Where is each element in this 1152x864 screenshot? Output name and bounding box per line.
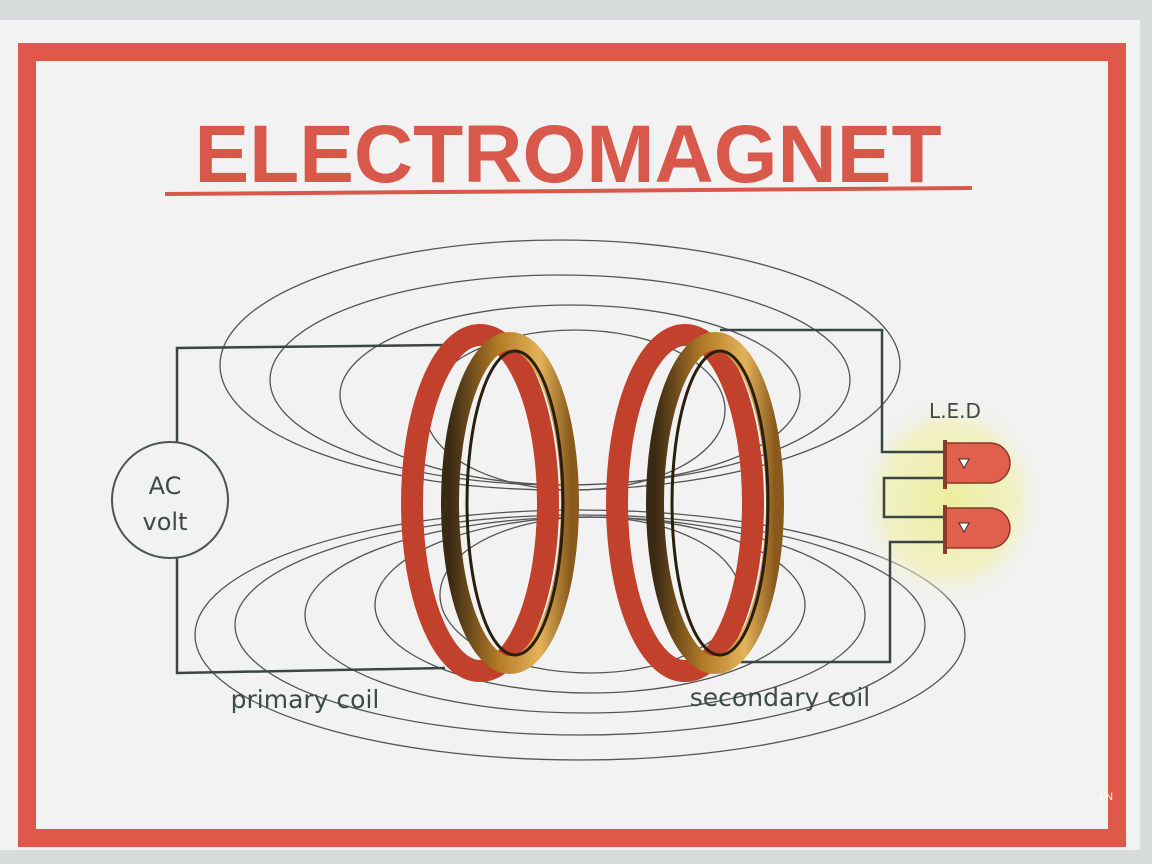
primary-coil-label: primary coil xyxy=(231,685,380,714)
secondary-coil xyxy=(606,324,784,682)
page-title: ELECTROMAGNET xyxy=(194,109,941,200)
circuit-wires xyxy=(175,328,960,675)
secondary-coil-label: secondary coil xyxy=(690,683,870,712)
diode-icon xyxy=(958,458,970,470)
title-underline xyxy=(164,186,973,196)
ac-voltage-source: AC volt xyxy=(111,441,229,559)
led-2 xyxy=(943,505,1011,554)
ac-label: AC xyxy=(149,472,182,500)
corner-mark: LN xyxy=(1099,791,1113,803)
red-frame xyxy=(18,43,1126,847)
diode-icon xyxy=(958,522,970,534)
led-1 xyxy=(943,440,1011,489)
led-label: L.E.D xyxy=(929,399,981,423)
volt-label: volt xyxy=(143,508,188,536)
primary-coil xyxy=(401,324,579,682)
